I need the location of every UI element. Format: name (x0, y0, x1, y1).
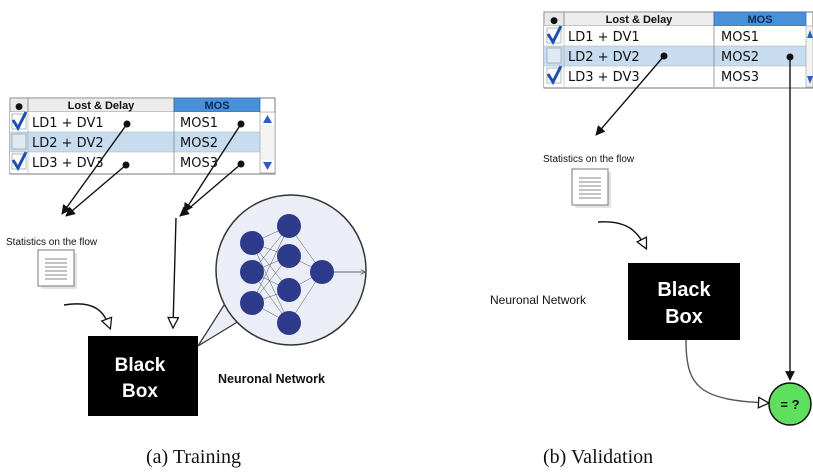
checkmark-icon (546, 65, 563, 86)
neuron-icon (277, 214, 301, 238)
arrow-mos-to-box (183, 123, 242, 213)
table-row[interactable]: LD2 + DV2 MOS2 (544, 46, 806, 66)
cell-mos: MOS1 (180, 116, 218, 131)
table-dot-header: ● (550, 16, 558, 26)
neuron-icon (277, 278, 301, 302)
neural-network-label: Neuronal Network (218, 372, 325, 386)
stats-label: Statistics on the flow (6, 237, 98, 248)
black-box-label-line1: Black (657, 279, 711, 301)
table-training: ● Lost & Delay MOS LD1 + DV1 MOS1 LD2 + … (9, 97, 276, 175)
panel-validation: ● Lost & Delay MOS LD1 + DV1 MOS1 LD2 + … (490, 11, 813, 468)
cell-lost-delay: LD3 + DV3 (32, 156, 104, 171)
cell-mos: MOS2 (180, 136, 218, 151)
table-scrollbar[interactable] (259, 111, 276, 174)
table-row[interactable]: LD1 + DV1 MOS1 (544, 25, 806, 46)
black-box: Black Box (88, 336, 198, 416)
panel-training: ● Lost & Delay MOS LD1 + DV1 MOS1 LD2 + … (6, 97, 367, 468)
arrow-mos-to-box (179, 163, 242, 217)
arrow-to-stats (595, 55, 665, 136)
cell-lost-delay: LD1 + DV1 (32, 116, 104, 131)
neural-network-label: Neuronal Network (490, 293, 587, 307)
cell-lost-delay: LD2 + DV2 (32, 136, 104, 151)
checkmark-icon (11, 111, 28, 132)
arrow-down-icon (263, 162, 272, 170)
cell-mos: MOS3 (721, 70, 759, 85)
row-checkbox[interactable] (11, 133, 27, 150)
table-validation: ● Lost & Delay MOS LD1 + DV1 MOS1 LD2 + … (543, 11, 813, 89)
black-box-label-line2: Box (122, 381, 158, 402)
cell-lost-delay: LD2 + DV2 (568, 50, 640, 65)
neuron-icon (240, 260, 264, 284)
stats-label: Statistics on the flow (543, 154, 635, 165)
neuron-icon (310, 260, 334, 284)
neuron-icon (240, 231, 264, 255)
compare-label: = ? (780, 397, 799, 412)
table-row[interactable]: LD3 + DV3 MOS3 (10, 151, 260, 173)
cell-lost-delay: LD1 + DV1 (568, 30, 640, 45)
table-dot-header: ● (15, 102, 23, 112)
arrow-down-icon (807, 76, 813, 84)
col-header-mos[interactable]: MOS (747, 14, 772, 26)
neuron-icon (277, 244, 301, 268)
table-row[interactable]: LD1 + DV1 MOS1 (10, 111, 260, 132)
cell-mos: MOS3 (180, 156, 218, 171)
checkmark-icon (546, 25, 563, 46)
black-box-label-line1: Black (115, 355, 166, 376)
col-header-lost-delay[interactable]: Lost & Delay (68, 100, 136, 112)
cell-lost-delay: LD3 + DV3 (568, 70, 640, 85)
neural-network-bubble (197, 194, 367, 347)
black-box-label-line2: Box (665, 306, 703, 328)
cell-mos: MOS2 (721, 50, 759, 65)
compare-node: = ? (768, 382, 812, 426)
caption-validation: (b) Validation (543, 446, 653, 468)
arrow-stats-to-box (597, 221, 646, 248)
arrow-box-to-compare (685, 339, 768, 403)
document-icon (571, 168, 611, 208)
table-row[interactable]: LD3 + DV3 MOS3 (544, 65, 806, 87)
document-icon (37, 249, 77, 289)
arrow-to-stats (65, 164, 127, 217)
arrow-to-stats (61, 123, 128, 215)
arrow-up-icon (263, 115, 272, 123)
col-header-mos[interactable]: MOS (204, 100, 229, 112)
caption-training: (a) Training (146, 446, 241, 468)
neuron-icon (277, 311, 301, 335)
black-box: Black Box (628, 263, 740, 340)
table-scrollbar[interactable] (805, 25, 813, 88)
cell-mos: MOS1 (721, 30, 759, 45)
arrow-into-black-box (173, 217, 176, 327)
arrow-stats-to-box (63, 303, 110, 328)
arrow-up-icon (807, 30, 813, 38)
table-row[interactable]: LD2 + DV2 MOS2 (10, 132, 260, 152)
col-header-lost-delay[interactable]: Lost & Delay (606, 14, 674, 26)
row-checkbox[interactable] (546, 47, 562, 64)
neuron-icon (240, 291, 264, 315)
checkmark-icon (11, 151, 28, 172)
